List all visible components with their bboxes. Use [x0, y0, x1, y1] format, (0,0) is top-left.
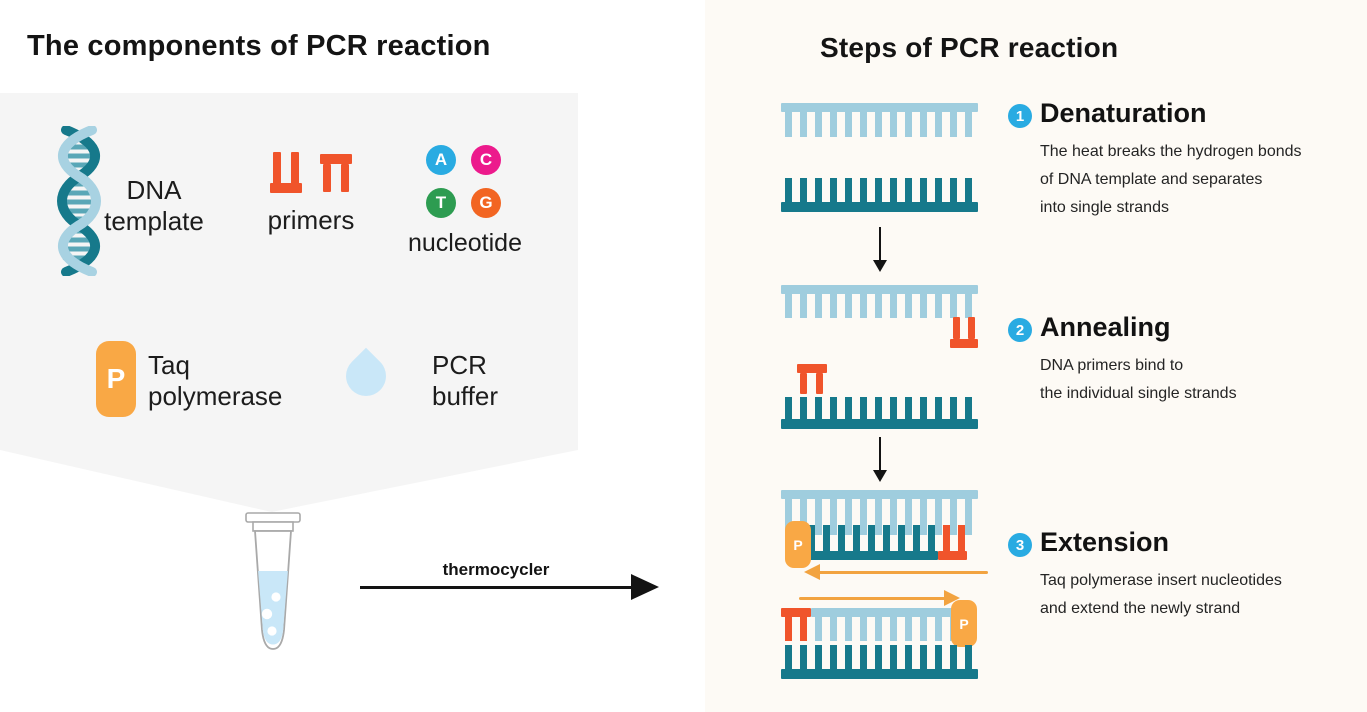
step-1-badge: 1	[1008, 104, 1032, 128]
primers-label: primers	[267, 205, 355, 235]
extension-top-primer-teeth	[943, 525, 965, 551]
extension-bottom-polymerase-icon: P	[951, 600, 977, 647]
denaturation-strand-top-teeth	[785, 112, 975, 137]
extension-bottom-primer-teeth	[785, 617, 807, 641]
step-3-name: Extension	[1040, 527, 1170, 557]
down-arrow-2-head-icon	[873, 470, 887, 482]
annealing-primer-up-icon	[950, 317, 978, 348]
step-1-description: The heat breaks the hydrogen bonds of DN…	[1040, 143, 1302, 216]
extension-bottom-new-strand-backbone	[811, 608, 957, 617]
extension-left-arrow	[818, 571, 988, 574]
thermocycler-arrow	[360, 586, 633, 589]
annealing-strand-top-backbone	[781, 285, 978, 294]
denaturation-strand-top-backbone	[781, 103, 978, 112]
primer-up-icon	[270, 152, 302, 193]
extension-bottom-template-backbone	[781, 669, 978, 679]
step-1-name: Denaturation	[1040, 98, 1207, 128]
extension-bottom-template-teeth	[785, 645, 975, 669]
step-2-name: Annealing	[1040, 312, 1171, 342]
test-tube-icon	[245, 512, 301, 650]
pcr-buffer-label: PCR buffer	[432, 350, 499, 411]
down-arrow-2	[879, 437, 881, 471]
extension-bottom-primer-backbone	[781, 608, 811, 617]
dna-template-label: DNA template	[104, 175, 204, 236]
extension-bottom-new-strand-teeth	[815, 617, 955, 641]
extension-top-polymerase-icon: P	[785, 521, 811, 568]
down-arrow-1	[879, 227, 881, 261]
nucleotide-t-badge: T	[426, 188, 456, 218]
components-title: The components of PCR reaction	[27, 30, 491, 62]
primer-down-icon	[320, 154, 352, 192]
extension-top-template-backbone	[781, 490, 978, 499]
step-3-badge: 3	[1008, 533, 1032, 557]
thermocycler-arrowhead-icon	[631, 574, 659, 600]
steps-title: Steps of PCR reaction	[820, 32, 1119, 63]
thermocycler-label: thermocycler	[442, 560, 550, 579]
annealing-strand-bottom-teeth	[785, 397, 975, 419]
annealing-strand-bottom-backbone	[781, 419, 978, 429]
taq-polymerase-label: Taq polymerase	[148, 350, 283, 411]
denaturation-strand-bottom-teeth	[785, 178, 975, 202]
dna-helix-icon	[57, 126, 101, 276]
nucleotide-label: nucleotide	[408, 229, 522, 257]
extension-left-arrowhead-icon	[804, 564, 820, 580]
step-2-badge: 2	[1008, 318, 1032, 342]
nucleotide-a-badge: A	[426, 145, 456, 175]
step-2-description: DNA primers bind to the individual singl…	[1040, 357, 1237, 402]
taq-polymerase-icon: P	[96, 341, 136, 417]
step-3-description: Taq polymerase insert nucleotides and ex…	[1040, 572, 1282, 617]
nucleotide-g-badge: G	[471, 188, 501, 218]
extension-top-primer-backbone	[938, 551, 967, 560]
denaturation-strand-bottom-backbone	[781, 202, 978, 212]
extension-right-arrow	[799, 597, 945, 600]
extension-top-new-strand-backbone	[808, 551, 938, 560]
extension-top-new-strand-teeth	[808, 525, 935, 551]
nucleotide-c-badge: C	[471, 145, 501, 175]
annealing-strand-top-teeth	[785, 294, 975, 318]
annealing-primer-down-icon	[797, 364, 827, 394]
down-arrow-1-head-icon	[873, 260, 887, 272]
